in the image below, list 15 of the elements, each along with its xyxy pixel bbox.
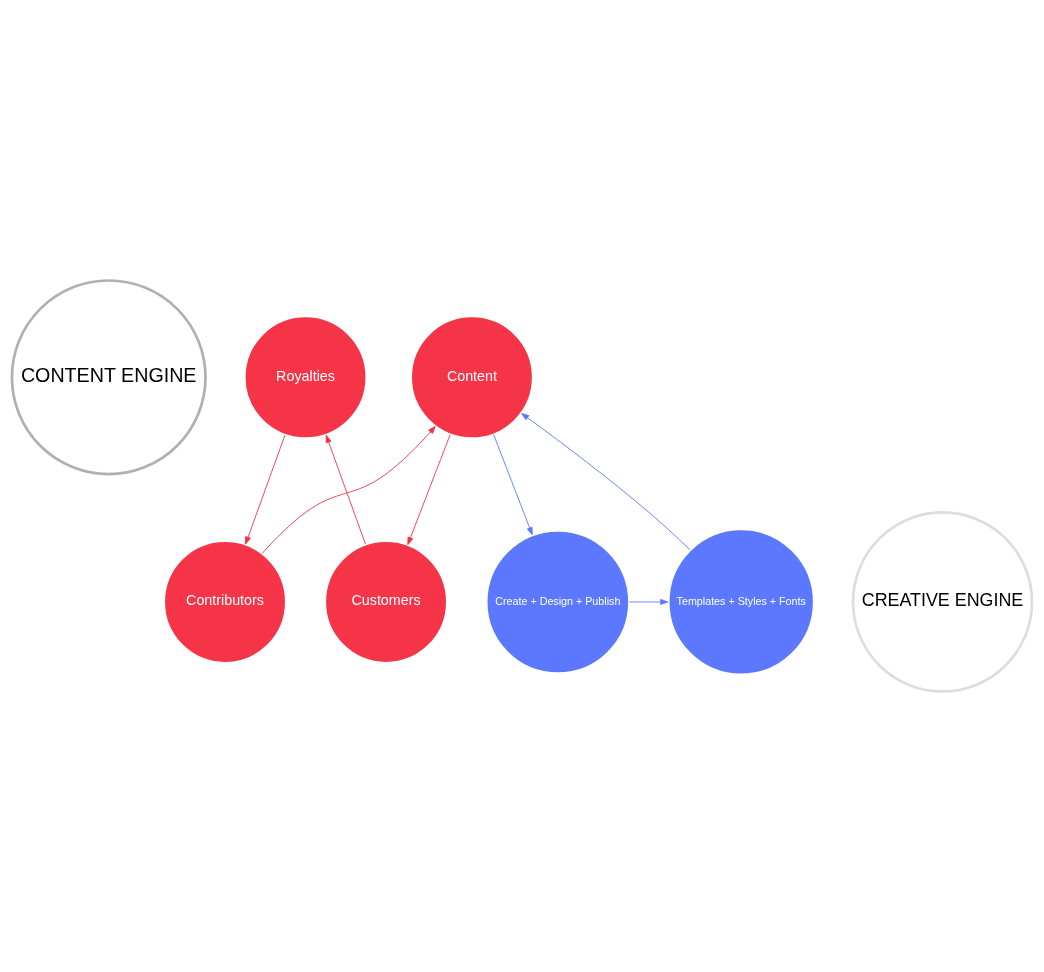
arrow [521,413,691,551]
arrow [325,434,366,545]
node-circle: CONTENT ENGINE [10,279,207,476]
arrow [245,434,286,545]
node-circle: Content [409,314,535,440]
arrow [493,434,533,536]
node-circle: CREATIVE ENGINE [851,511,1034,693]
node-circle: Customers [323,539,449,665]
node-circle: Create + Design + Publish [484,529,631,675]
arrow [629,599,669,605]
node-circle: Templates + Styles + Fonts [666,527,816,677]
arrow [261,425,436,554]
arrow [407,434,451,546]
node-circle: Royalties [242,314,369,440]
node-circle: Contributors [162,539,288,665]
